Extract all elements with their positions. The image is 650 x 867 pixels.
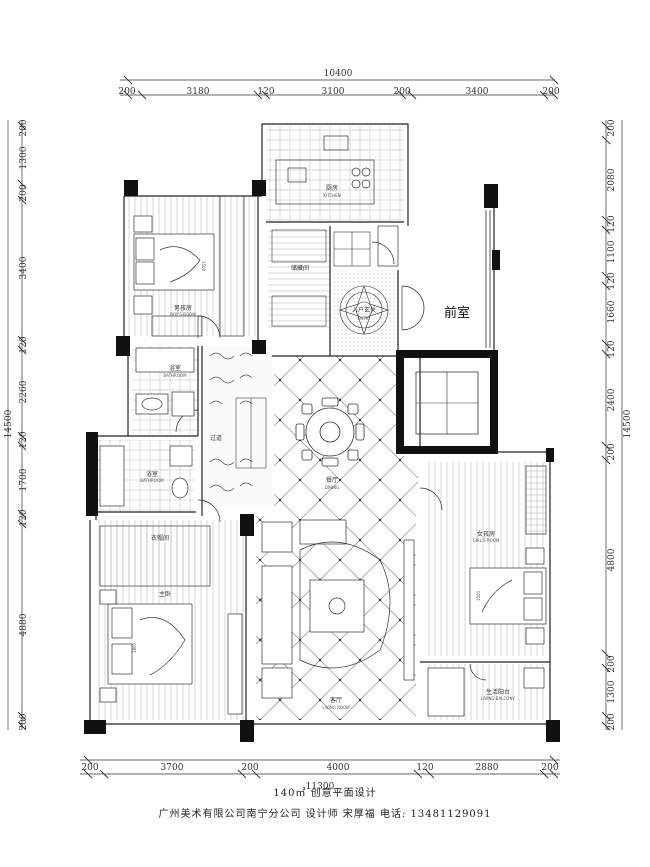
storage-shelves bbox=[271, 229, 371, 327]
elevator-core bbox=[396, 350, 498, 454]
kitchen-sub: KITCHEN bbox=[323, 193, 340, 198]
living-label: 客厅 bbox=[330, 696, 342, 704]
bathroom1-fixtures bbox=[135, 347, 195, 417]
dim-right-5: 120 bbox=[607, 272, 617, 289]
boys-bed-size: 1500 bbox=[201, 261, 206, 272]
dim-left-9: 120 bbox=[19, 509, 29, 526]
corridor-planters bbox=[209, 352, 267, 492]
dim-bottom-7: 200 bbox=[541, 763, 558, 773]
girls-room-furniture bbox=[469, 465, 547, 645]
balcony-sub: LIVING BALCONY bbox=[481, 696, 515, 701]
kitchen-fixtures bbox=[275, 135, 399, 267]
dining-table bbox=[295, 397, 365, 467]
dim-right-8: 2400 bbox=[607, 388, 617, 411]
plan-title: 140㎡ 创意平面设计 bbox=[273, 788, 377, 799]
entry-floor bbox=[330, 270, 398, 354]
kitchen-floor bbox=[266, 126, 404, 222]
front-room-label: 前室 bbox=[444, 305, 470, 321]
entry-label: 入户玄关 bbox=[352, 306, 376, 314]
front-room-window bbox=[485, 210, 491, 348]
dim-right-1: 200 bbox=[607, 119, 617, 136]
dim-right-10: 4800 bbox=[607, 548, 617, 571]
dim-right-11: 200 bbox=[607, 655, 617, 672]
storage-label: 储藏间 bbox=[291, 264, 309, 272]
right-dimension-labels: 14500 200 2080 120 1100 120 1660 120 240… bbox=[607, 119, 633, 730]
dimension-ticks bbox=[17, 75, 611, 779]
dim-left-4: 3400 bbox=[19, 256, 29, 279]
dim-left-2: 1300 bbox=[19, 146, 29, 169]
girls-room-label: 女孩房 bbox=[477, 530, 495, 538]
corridor-floor bbox=[202, 346, 272, 506]
balcony-label: 生活阳台 bbox=[486, 688, 510, 696]
master-furniture bbox=[99, 525, 243, 715]
boys-room-sub: BOY'S ROOM bbox=[170, 312, 196, 317]
girls-bed-size: 1500 bbox=[476, 590, 481, 601]
dim-bottom-total: 11300 bbox=[306, 782, 335, 792]
bathroom1-label: 浴室 bbox=[169, 364, 181, 372]
dimension-lines bbox=[7, 79, 623, 775]
dim-bottom-2: 3700 bbox=[161, 763, 184, 773]
dim-left-11: 200 bbox=[19, 713, 29, 730]
left-dimension-labels: 14500 200 1300 200 3400 120 2260 120 170… bbox=[4, 119, 29, 730]
dim-top-2: 3180 bbox=[187, 87, 210, 97]
dim-right-12: 1300 bbox=[607, 680, 617, 703]
entry-sub: ENTRY bbox=[358, 316, 371, 321]
dim-top-7: 200 bbox=[542, 87, 559, 97]
dim-top-3: 120 bbox=[257, 87, 274, 97]
bathroom1-sub: BATHROOM bbox=[163, 373, 187, 378]
dim-right-3: 120 bbox=[607, 215, 617, 232]
storage-floor bbox=[268, 226, 330, 330]
entry-medallion bbox=[339, 285, 389, 335]
dim-right-9: 200 bbox=[607, 443, 617, 460]
dim-right-4: 1100 bbox=[607, 240, 617, 263]
kitchen-label: 厨房 bbox=[326, 184, 338, 192]
designer-credit: 广州美术有限公司南宁分公司 设计师 宋厚福 电话: 13481129091 bbox=[158, 809, 492, 820]
dim-left-6: 2260 bbox=[19, 380, 29, 403]
dim-left-8: 1700 bbox=[19, 468, 29, 491]
girls-room-sub: GIRL'S ROOM bbox=[473, 538, 500, 543]
master-bed-size: 1800 bbox=[132, 642, 137, 653]
living-furniture bbox=[261, 519, 415, 699]
dim-right-2: 2080 bbox=[607, 168, 617, 191]
balcony-fixtures bbox=[427, 667, 545, 717]
dim-left-10: 4880 bbox=[19, 613, 29, 636]
dim-left-7: 120 bbox=[19, 431, 29, 448]
boys-room-furniture bbox=[133, 195, 245, 337]
dim-top-5: 200 bbox=[393, 87, 410, 97]
dim-right-6: 1660 bbox=[607, 300, 617, 323]
dim-right-total: 14500 bbox=[623, 409, 633, 438]
dim-left-3: 200 bbox=[19, 184, 29, 201]
master-label: 主卧 bbox=[159, 590, 171, 598]
dim-top-6: 3400 bbox=[466, 87, 489, 97]
cloakroom-label: 衣帽间 bbox=[151, 534, 169, 542]
dim-bottom-5: 120 bbox=[416, 763, 433, 773]
dim-right-7: 120 bbox=[607, 340, 617, 357]
dim-top-4: 3100 bbox=[322, 87, 345, 97]
boys-room-label: 男孩房 bbox=[174, 304, 192, 312]
dim-bottom-1: 200 bbox=[81, 763, 98, 773]
dim-bottom-3: 200 bbox=[241, 763, 258, 773]
corridor-label: 过道 bbox=[210, 434, 222, 442]
dim-left-5: 120 bbox=[19, 336, 29, 353]
dim-bottom-4: 4000 bbox=[327, 763, 350, 773]
dim-left-1: 200 bbox=[19, 119, 29, 136]
dim-top-total: 10400 bbox=[324, 69, 353, 79]
dim-bottom-6: 2880 bbox=[476, 763, 499, 773]
bathroom2-sub: BATHROOM bbox=[140, 478, 164, 483]
structural-columns bbox=[84, 180, 560, 742]
dim-right-13: 200 bbox=[607, 713, 617, 730]
dining-sub: DINING bbox=[325, 485, 340, 490]
bathroom2-label: 浴室 bbox=[146, 470, 158, 478]
dining-label: 餐厅 bbox=[326, 476, 338, 484]
living-sub: LIVING ROOM bbox=[322, 705, 350, 710]
dim-top-1: 200 bbox=[118, 87, 135, 97]
bathroom2-fixtures bbox=[99, 445, 193, 507]
dining-floor-ext bbox=[398, 456, 418, 516]
dim-left-total: 14500 bbox=[4, 409, 14, 438]
